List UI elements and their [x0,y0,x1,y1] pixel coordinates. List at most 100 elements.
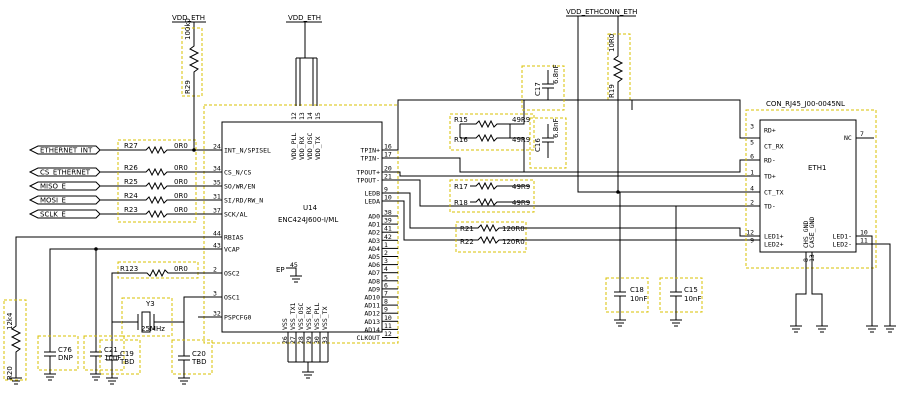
eth-gnd-sym2 [816,325,828,333]
u14-right-pin-num: 9 [384,186,388,194]
eth-led-minus-name: LED1- [832,233,852,241]
u14-bottom-pin-num: 27 [289,336,297,344]
eth-led-minus-num: 10 [860,229,868,237]
vdd-eth-top-bar [286,21,322,106]
u14-bottom-pin-name: VSS_PLL [313,303,321,330]
u14-left-pin-num: 2 [213,266,217,274]
input-net-label: SCLK_E [40,211,66,219]
u14-right-pin-num: 16 [384,143,392,151]
u14-right-pin-name: TPIN- [360,155,380,163]
c15-highlight [659,277,703,313]
cap-symbol [106,352,118,378]
cap-ref: C21 [104,346,118,354]
u14-left-pin-num: 3 [213,290,217,298]
eth-gnd-name: CASE_GND [808,217,816,248]
junction-vcap [94,247,98,251]
r19-highlight [607,33,631,101]
u14-right-pin-num: 12 [384,330,392,338]
u14-bottom-pin-name: VSS [281,318,289,330]
y3-value: 25MHz [141,325,165,333]
eth-gnd-wires [795,252,823,326]
vdd-eth-top-label: VDD_ETH [288,14,321,22]
eth-pin-name: TD- [764,203,776,211]
u14-body [221,121,383,333]
r19-zigzag [612,50,624,170]
c16-highlight [529,117,567,169]
u14-right-pin-name: TPOUT+ [357,169,381,177]
c15 [670,284,682,327]
u14-left-pin-name: SCK/AL [224,211,248,219]
eth-led-gnd1 [866,325,878,333]
u14-bottom-pin-num: 26 [281,336,289,344]
ep-gnd [290,275,302,283]
input-resistor [100,145,198,155]
u14-right-pin-num: 8 [384,298,388,306]
r20-highlight [3,299,27,381]
r22-ref: R22 [460,238,474,246]
u14-top-pin-name: VDD_TX [314,136,322,160]
crystal-caps-wire [111,322,185,352]
u14-left-pin-name: OSC2 [224,270,240,278]
r21-r22-highlight [455,221,527,253]
cap-value: TBD [119,358,134,366]
r20-gnd [10,377,22,385]
u14-top-pin-name: VDD_PLL [290,133,298,160]
r17-ref: R17 [454,183,468,191]
cap-value: TBD [191,358,206,366]
eth1-body [759,119,857,253]
ep-wire [286,267,297,276]
u14-right-pin-name: AD0 [368,213,380,221]
ct-rx-to-c18 [619,100,677,284]
u14-right-pin-name: AD1 [368,221,380,229]
r18 [470,197,530,207]
c18-ref: C18 [630,286,644,294]
r22-value: 120R0 [502,238,525,246]
u14-left-pin-name: INT_N/SPISEL [224,147,271,155]
r16 [460,133,525,172]
input-resistor-ref: R26 [124,164,138,172]
eth-pin-name: CT_TX [764,189,784,197]
r16-ref: R16 [454,136,468,144]
tpout-plus-wire [382,171,760,177]
cap-ref: C76 [58,346,72,354]
c17-highlight [521,65,565,111]
input-resistor-ref: R23 [124,206,138,214]
y3-highlight [121,297,173,337]
u14-right-pin-num: 11 [384,322,392,330]
u14-right-pin-num: 41 [384,225,392,233]
u14-right-pin-num: 10 [384,194,392,202]
c16-value: 6.8nF [552,118,560,138]
eth-led-minus-name: LED2- [832,241,852,249]
eth1-ref: ETH1 [808,164,826,172]
c17 [542,70,554,100]
r29-value: 100k0 [184,18,192,40]
cap-value: 10uF [104,354,121,362]
eth-led-minus-wires [856,235,891,326]
input-resistor-ref: R27 [124,142,138,150]
eth-pin-name: TD+ [764,173,776,181]
input-net-label: MISO_E [40,183,66,191]
u14-right-pin-num: 39 [384,217,392,225]
cap-symbol [90,348,102,374]
u14-right-pin-num: 4 [384,265,388,273]
r17-value: 49R9 [512,183,530,191]
u14-right-pin-name: AD2 [368,229,380,237]
u14-right-pin-name: AD12 [364,310,380,318]
input-net-label: MOSI_E [40,197,66,205]
u14-left-pin-name: SI/RD/RW_N [224,197,263,205]
u14-ep-num: 45 [290,261,298,269]
r18-value: 49R9 [512,199,530,207]
u14-right-pin-num: 5 [384,273,388,281]
u14-bottom-pin-name: VSS_OSC [297,303,305,330]
cap-symbol [178,352,190,378]
u14-right-pin-num: 3 [384,257,388,265]
c17-ref: C17 [534,82,542,96]
u14-left-pin-num: 43 [213,242,221,250]
rbias-wire [15,236,222,320]
eth-pin-num: 6 [750,153,754,161]
y3-symbol [122,311,166,333]
input-resistor-value: 0R0 [174,164,188,172]
u14-right-pin-name: LEDB [364,190,380,198]
